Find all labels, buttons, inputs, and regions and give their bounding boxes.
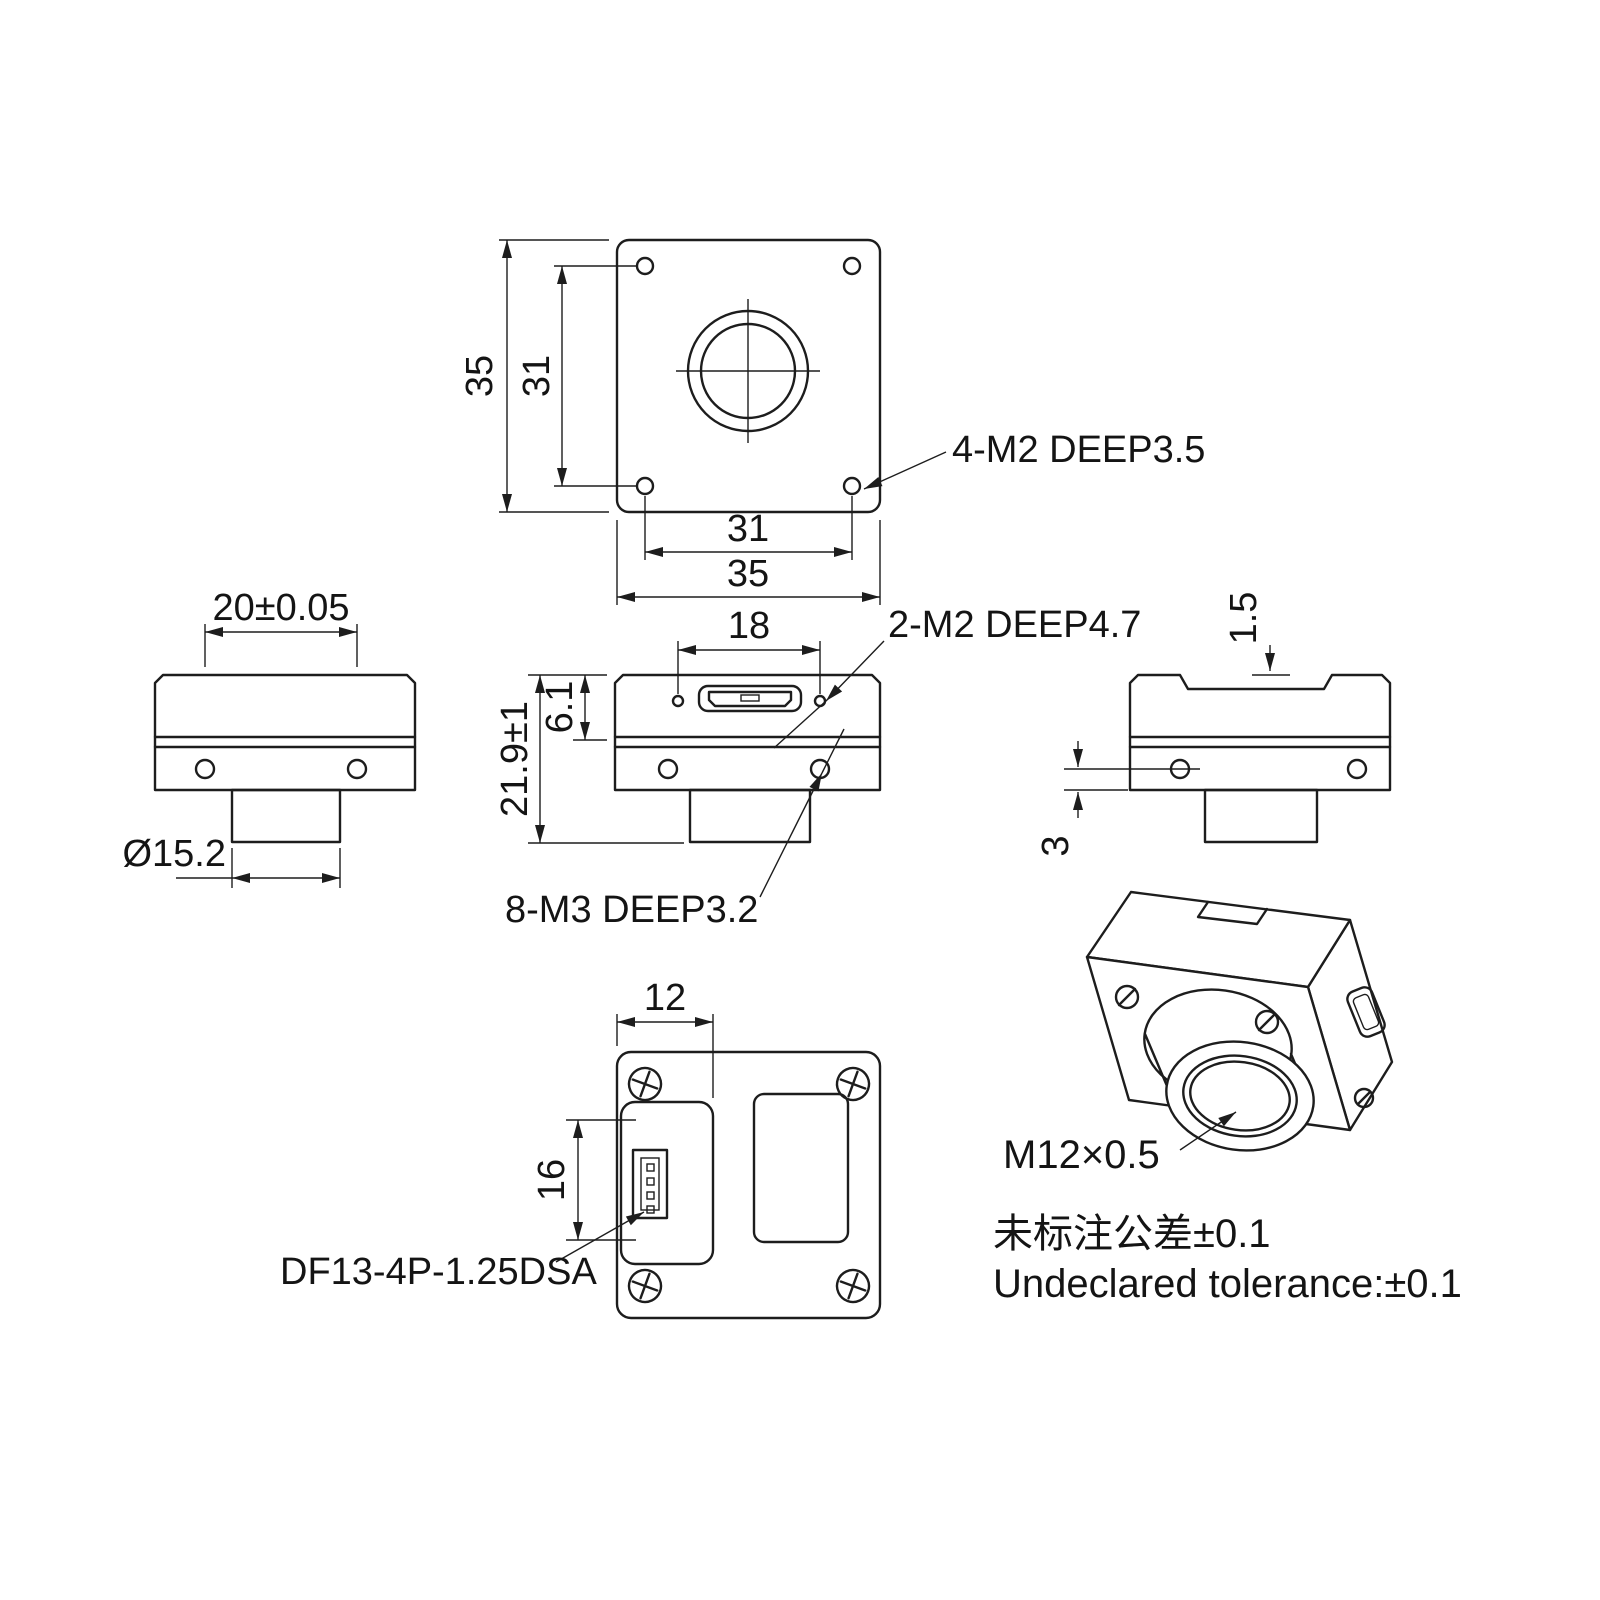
side-hole (657, 758, 679, 780)
front-face-view: 35 31 31 35 4-M2 DEEP3.5 (459, 238, 1205, 605)
dim-connector-span: 16 (531, 1159, 573, 1201)
side-hole (1346, 758, 1368, 780)
dim-overall-height: 21.9±1 (494, 701, 536, 817)
top-m2-hole (813, 694, 827, 708)
lens-barrel (1203, 788, 1319, 844)
front-face-outline (615, 238, 882, 514)
side-hole (809, 758, 831, 780)
right-view-dimensions: 1.5 3 (1035, 592, 1290, 857)
callout-side-holes: 8-M3 DEEP3.2 (505, 889, 758, 931)
callout-corner-holes: 4-M2 DEEP3.5 (952, 429, 1205, 471)
top-holes-callout: 2-M2 DEEP4.7 (773, 604, 1141, 749)
corner-hole (635, 476, 655, 496)
dim-width-outer: 35 (727, 553, 769, 595)
callout-lens-thread: M12×0.5 (1003, 1133, 1160, 1177)
corner-hole (635, 256, 655, 276)
corner-screws (627, 1066, 871, 1304)
left-view-dimensions: 20±0.05 Ø15.2 (122, 587, 358, 888)
back-face-view: 12 16 DF13-4P-1.25DSA (280, 977, 882, 1320)
callout-top-holes: 2-M2 DEEP4.7 (888, 604, 1141, 646)
dim-height-holes: 31 (516, 355, 558, 397)
corner-hole (842, 476, 862, 496)
lens-barrel (230, 788, 342, 844)
dim-top-hole-pitch: 18 (728, 605, 770, 647)
iso-top-notch (1196, 900, 1269, 926)
middle-side-view: 18 21.9±1 6.1 2-M2 DEEP4.7 8-M3 DEEP3.2 (494, 604, 1141, 931)
corner-hole-callout: 4-M2 DEEP3.5 (863, 429, 1205, 490)
right-side-view: 1.5 3 (1035, 592, 1392, 857)
right-body-outline (1128, 673, 1392, 792)
dim-recess-depth: 1.5 (1223, 592, 1265, 645)
df13-connector (631, 1148, 669, 1220)
dim-hole-pitch: 20±0.05 (212, 587, 349, 629)
side-hole (194, 758, 216, 780)
dim-step: 3 (1035, 835, 1077, 856)
left-body-outline (153, 673, 417, 792)
dim-top-section: 6.1 (539, 681, 581, 734)
middle-view-dimensions: 18 21.9±1 6.1 (494, 605, 821, 844)
lens-thread-callout: M12×0.5 (1003, 1111, 1237, 1177)
dim-width-holes: 31 (727, 508, 769, 550)
middle-body-outline (613, 673, 882, 792)
usb-port (697, 684, 803, 713)
corner-hole (842, 256, 862, 276)
connector-callout: DF13-4P-1.25DSA (280, 1211, 645, 1293)
iso-front-screws (1114, 984, 1280, 1035)
back-view-dimensions: 12 16 (531, 977, 714, 1241)
isometric-view: M12×0.5 (1003, 890, 1394, 1177)
iso-usb-port (1346, 986, 1386, 1038)
iso-lens-barrel (1143, 988, 1315, 1152)
left-side-view: 20±0.05 Ø15.2 (122, 587, 417, 888)
label-recess (752, 1092, 850, 1244)
tolerance-note-en: Undeclared tolerance:±0.1 (993, 1262, 1462, 1306)
lens-barrel (688, 788, 812, 844)
side-holes-callout: 8-M3 DEEP3.2 (505, 728, 845, 931)
dim-connector-offset: 12 (644, 977, 686, 1019)
back-face-outline (615, 1050, 882, 1320)
side-hole (346, 758, 368, 780)
callout-connector: DF13-4P-1.25DSA (280, 1251, 597, 1293)
connector-recess-panel (619, 1100, 715, 1266)
dim-height-outer: 35 (459, 355, 501, 397)
lens-centerlines (676, 299, 820, 443)
tolerance-notes: 未标注公差±0.1 Undeclared tolerance:±0.1 (993, 1212, 1462, 1306)
front-face-dimensions: 35 31 31 35 (459, 239, 881, 605)
tolerance-note-cn: 未标注公差±0.1 (993, 1212, 1271, 1256)
dim-lens-diameter: Ø15.2 (122, 833, 226, 875)
top-m2-hole (671, 694, 685, 708)
iso-side-screw (1353, 1087, 1375, 1109)
